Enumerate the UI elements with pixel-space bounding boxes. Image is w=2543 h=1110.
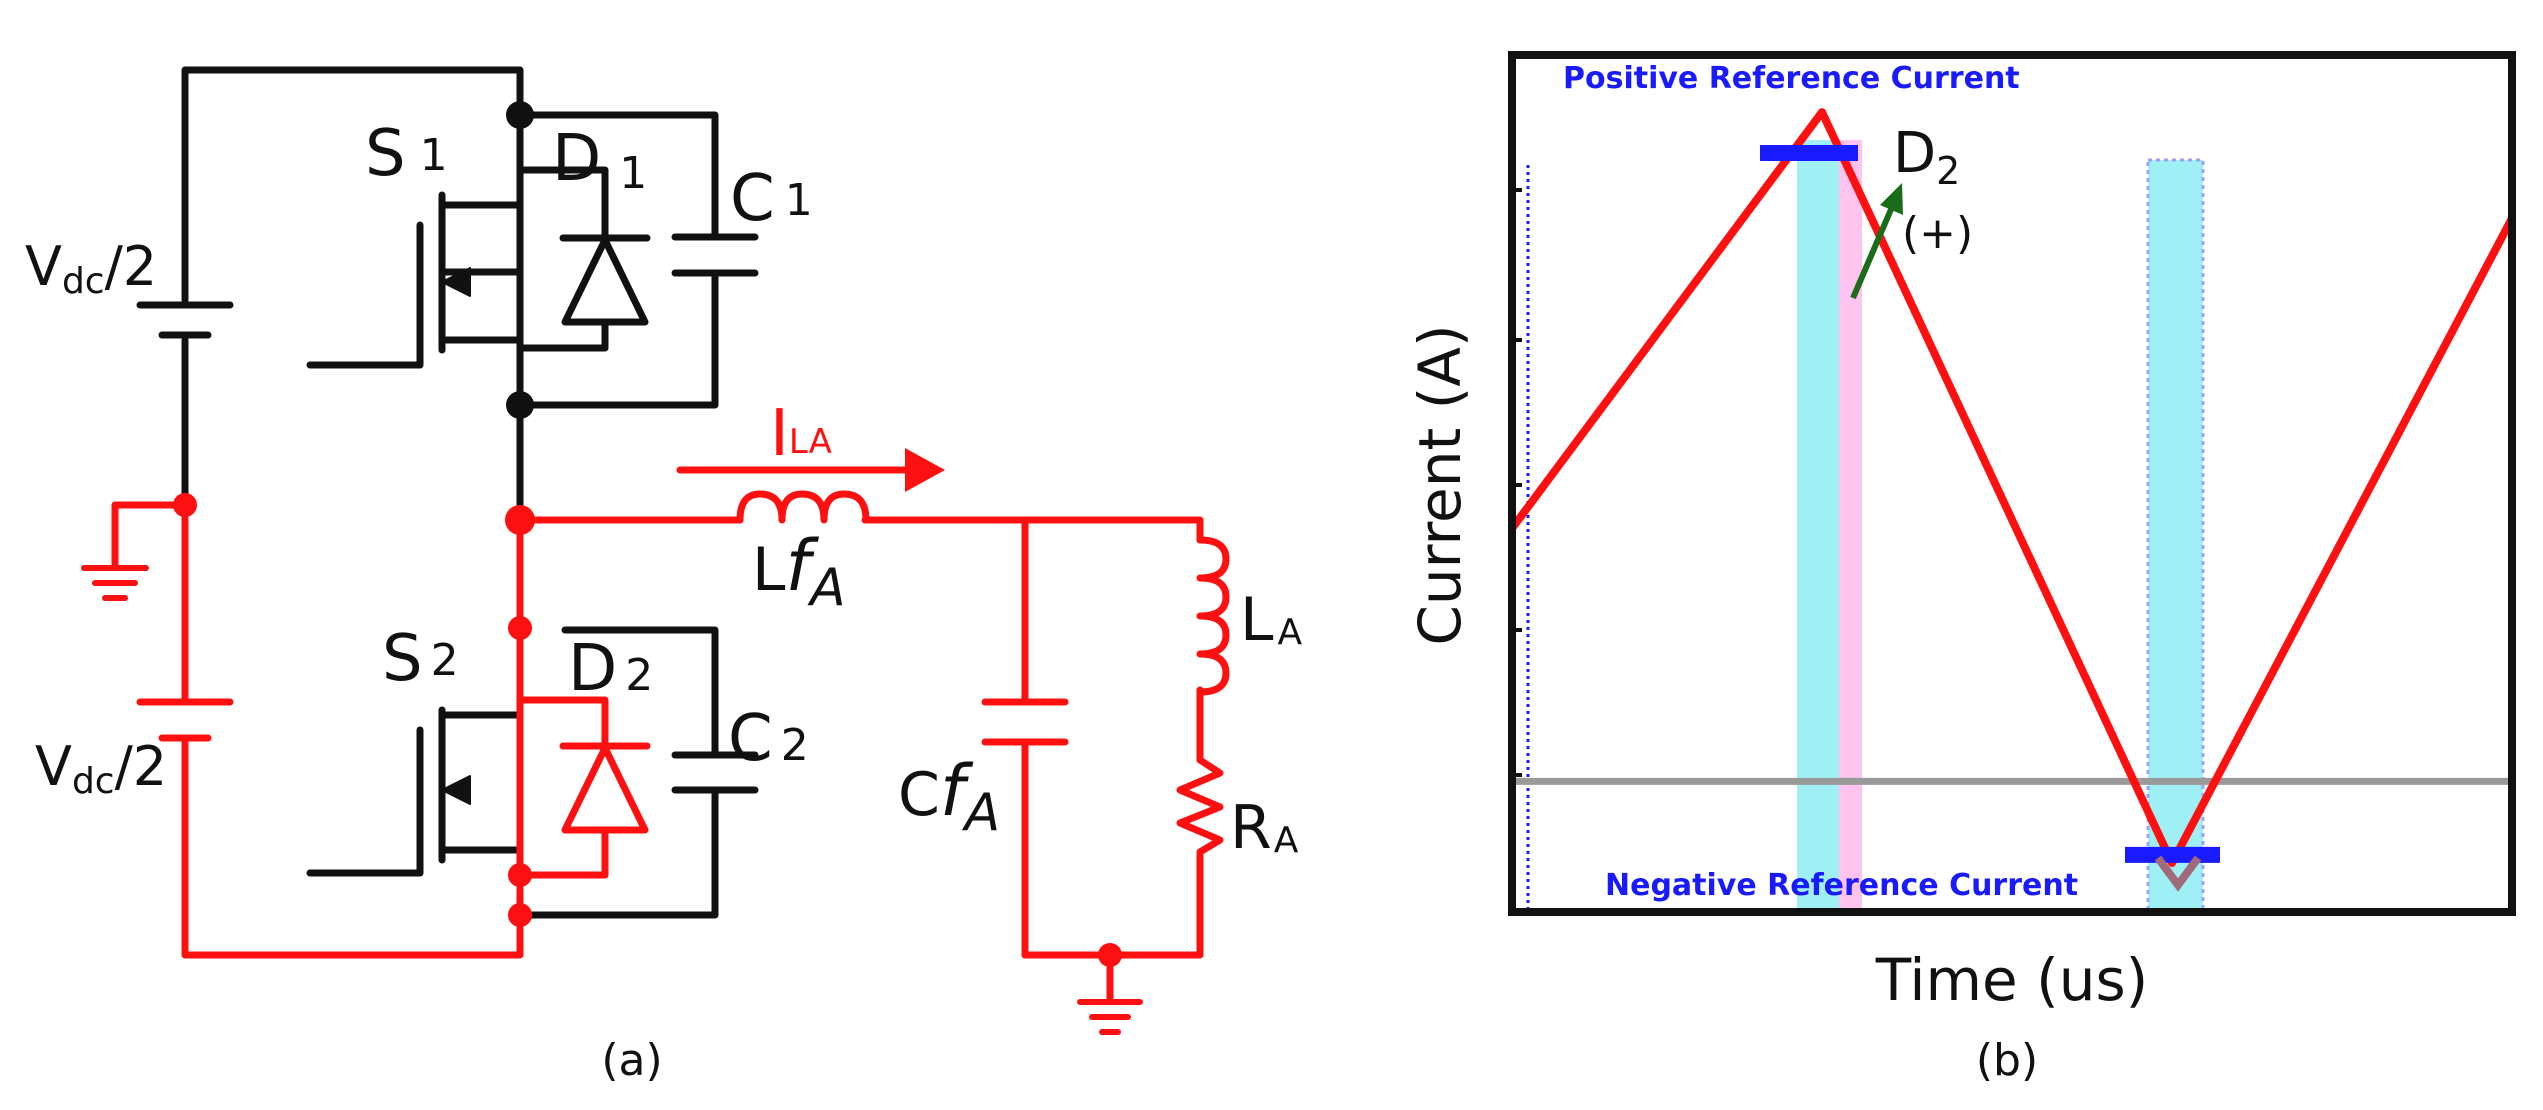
label-d2-sign: (+) <box>1902 208 1973 259</box>
label-cfa: CfA <box>898 750 1000 843</box>
positive-reference-label: Positive Reference Current <box>1563 61 2020 96</box>
lfa-inductor-icon <box>736 490 870 524</box>
waveform-chart: Positive Reference Current Negative Refe… <box>1406 51 2516 1086</box>
la-inductor-icon <box>1196 536 1230 696</box>
battery-bottom-icon <box>136 698 234 742</box>
label-d2-chart: D2 <box>1893 121 1960 193</box>
s2-gate-arrow-icon <box>441 775 471 805</box>
d2-diode-icon <box>559 742 651 834</box>
junction-dots <box>173 101 1122 967</box>
d2-current-arrow <box>1850 198 1898 300</box>
label-ila: ILA <box>770 397 832 471</box>
label-vdc-top: Vdc/2 <box>25 235 157 302</box>
highlight-band-cyan-1 <box>1797 140 1839 912</box>
ila-arrow-icon <box>905 448 945 492</box>
ground-left-icon <box>81 565 149 601</box>
c1-capacitor-icon <box>671 233 759 277</box>
y-axis-label: Current (A) <box>1406 324 1474 645</box>
valley-overlay <box>2154 855 2202 892</box>
c2-capacitor-icon <box>671 751 759 794</box>
d1-diode-icon <box>559 234 651 326</box>
s1-gate-arrow-icon <box>441 267 471 297</box>
highlight-band-cyan-2 <box>2146 158 2205 914</box>
y-axis-ticks <box>1512 188 1522 777</box>
circuit-diagram: Vdc/2 Vdc/2 S1 D1 C1 S2 D2 C2 ILA LfA Cf… <box>25 66 1302 1086</box>
circuit-wires-black <box>181 66 719 919</box>
ground-right-icon <box>1077 999 1143 1035</box>
label-ra: RA <box>1230 793 1299 863</box>
ra-resistor-icon <box>1176 741 1224 874</box>
label-vdc-bottom: Vdc/2 <box>35 735 167 802</box>
battery-top-icon <box>136 301 234 339</box>
x-axis-label: Time (us) <box>1875 946 2149 1014</box>
cfa-capacitor-icon <box>981 698 1069 746</box>
circuit-wires-red <box>111 466 1204 1004</box>
caption-b: (b) <box>1976 1035 2038 1086</box>
d2-arrow-head-icon <box>1880 183 1903 215</box>
label-lfa: LfA <box>752 525 846 618</box>
negative-reference-label: Negative Reference Current <box>1605 868 2078 903</box>
caption-a: (a) <box>601 1035 662 1086</box>
current-waveform-line <box>1508 108 2516 867</box>
